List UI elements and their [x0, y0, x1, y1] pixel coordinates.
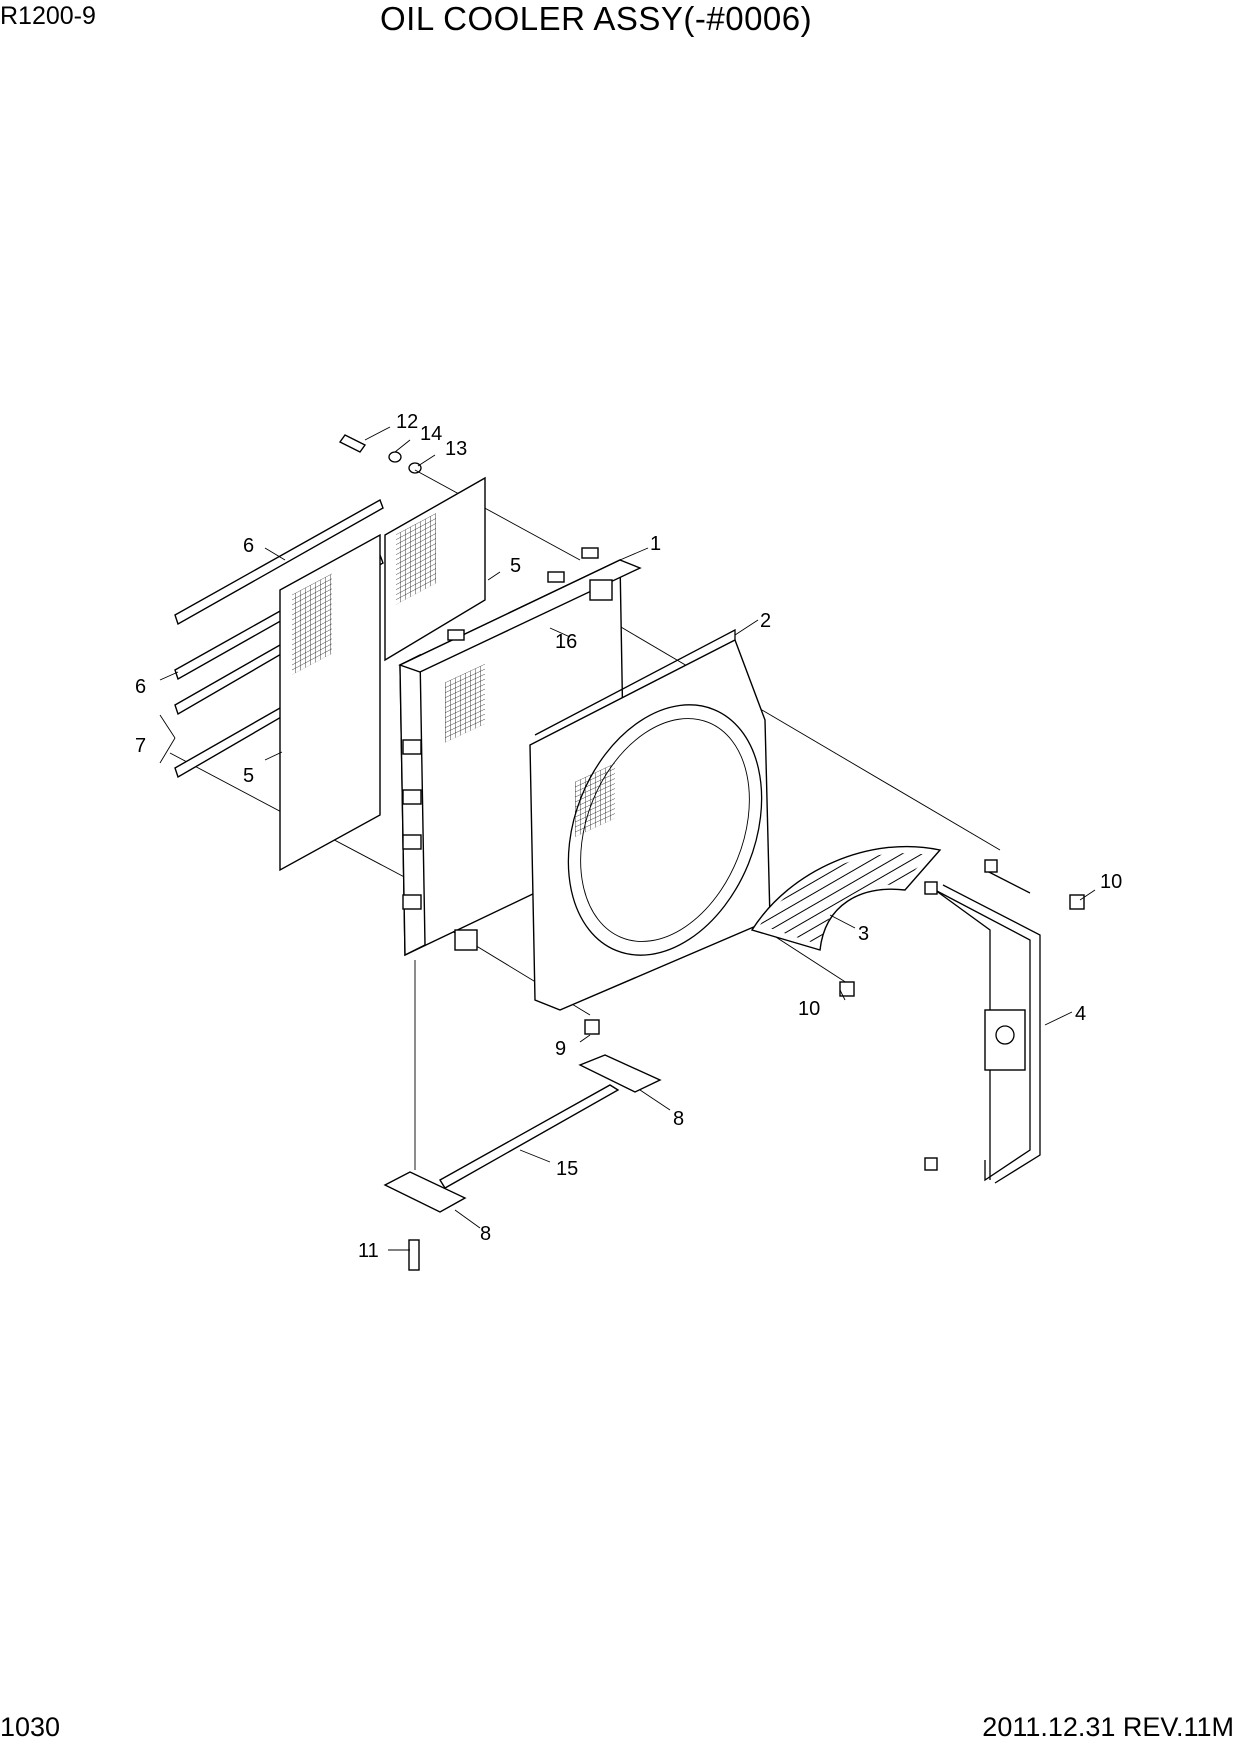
callout-9: 9 [555, 1038, 566, 1060]
side-panel-rear [384, 476, 486, 662]
revision-date: 2011.12.31 REV.11M [982, 1712, 1234, 1742]
callout-10b: 10 [798, 998, 820, 1020]
callout-5b: 5 [243, 765, 254, 787]
callout-16: 16 [555, 631, 577, 653]
fan-guard [750, 845, 942, 951]
model-number: R1200-9 [0, 2, 96, 30]
callout-7: 7 [135, 735, 146, 757]
page-number: 1030 [0, 1712, 61, 1742]
callout-4: 4 [1075, 1003, 1086, 1025]
callout-6b: 6 [135, 676, 146, 698]
callout-8a: 8 [673, 1108, 684, 1130]
side-panel-left [279, 533, 381, 872]
callout-6a: 6 [243, 535, 254, 557]
page-title: OIL COOLER ASSY(-#0006) [380, 0, 813, 37]
guard-bracket [924, 859, 1041, 1184]
callout-labels: 1 2 3 4 5 5 6 6 7 8 8 9 10 10 11 12 13 1… [135, 411, 1122, 1262]
callout-12: 12 [396, 411, 418, 433]
callout-10a: 10 [1100, 871, 1122, 893]
callout-5a: 5 [510, 555, 521, 577]
callout-15: 15 [556, 1158, 578, 1180]
support-stay [383, 1054, 662, 1213]
leader-lines [159, 426, 1096, 1251]
callout-13: 13 [445, 438, 467, 460]
callout-2: 2 [760, 610, 771, 632]
callout-11: 11 [358, 1240, 379, 1262]
callout-14: 14 [420, 423, 442, 445]
callout-1: 1 [650, 533, 661, 555]
callout-3: 3 [858, 923, 869, 945]
callout-8b: 8 [480, 1223, 491, 1245]
